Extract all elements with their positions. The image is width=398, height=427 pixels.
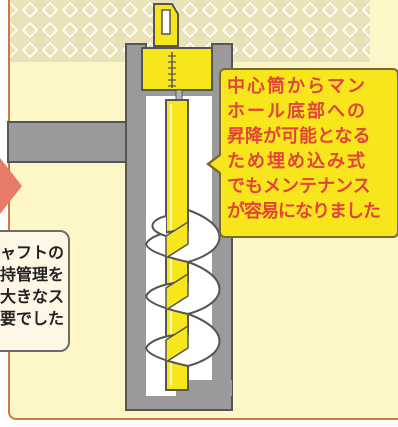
left-arrow — [0, 158, 22, 214]
callout-left-line: ャフトの — [0, 243, 64, 262]
callout-right-line: でもメンテナンス — [227, 176, 371, 197]
lifting-eye — [161, 9, 171, 35]
callout-left-line: 大きなス — [0, 287, 64, 306]
callout-right-line: が容易になりました — [227, 201, 381, 222]
top-cap — [141, 47, 213, 91]
shaft-twist — [165, 220, 189, 364]
left-pipe — [7, 121, 139, 163]
callout-right-line: 中心筒からマン — [227, 76, 367, 97]
callout-left: ャフトの 持管理を 大きなス 要でした — [0, 230, 70, 352]
callout-right-line: ホール底部への — [227, 101, 367, 122]
callout-left-line: 要でした — [0, 309, 64, 328]
scale-ticks — [168, 55, 176, 87]
callout-tail-inner — [210, 155, 222, 173]
stem — [175, 89, 183, 101]
callout-right-line: 昇降が可能となる — [227, 126, 371, 147]
callout-right-line: ため埋め込み式 — [227, 151, 367, 172]
bottom-step — [176, 380, 232, 396]
callout-right: 中心筒からマン ホール底部への 昇降が可能となる ため埋め込み式 でもメンテナン… — [219, 68, 398, 238]
callout-left-line: 持管理を — [0, 265, 64, 284]
